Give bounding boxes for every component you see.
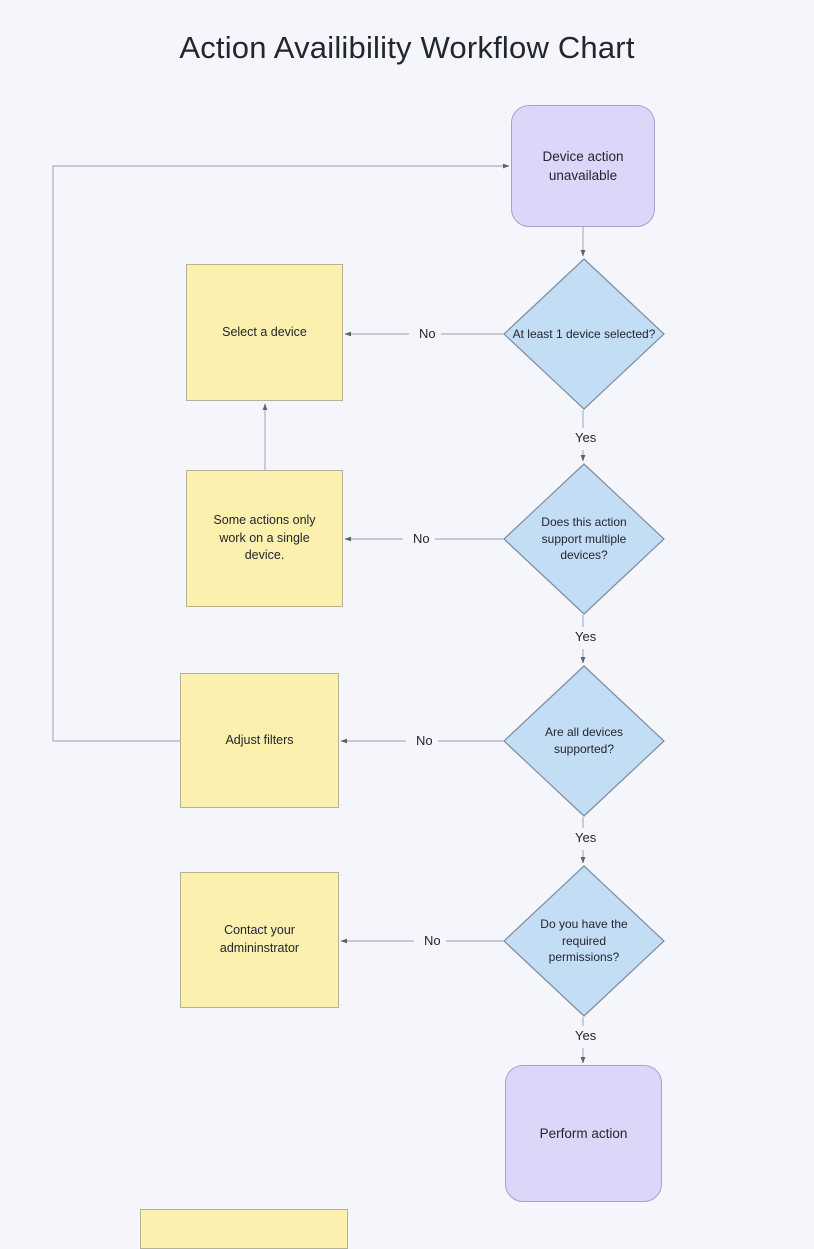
node-decision-at-least-1-device-selected[interactable]: At least 1 device selected? [503,258,665,410]
page-title: Action Availibility Workflow Chart [179,30,635,65]
node-device-action-unavailable[interactable]: Device action unavailable [511,105,655,227]
node-decision-action-supports-multiple-devices[interactable]: Does this action support multiple device… [503,463,665,615]
node-decision-do-you-have-required-permissions[interactable]: Do you have the required permissions? [503,865,665,1017]
node-label: Device action unavailable [542,148,624,183]
node-label: Are all devices supported? [544,725,624,756]
node-label: Contact your admininstrator [219,923,300,955]
diamond-shape [503,865,665,1017]
node-label: Some actions only work on a single devic… [213,512,323,563]
flowchart-canvas: Action Availibility Workflow Chart [52,30,665,1249]
node-label: Does this action support multiple device… [541,515,627,563]
node-label: Select a device [222,324,307,339]
node-adjust-filters[interactable]: Adjust filters [180,673,339,808]
edge-label-no-2: No [408,531,435,547]
edge-label-yes-3: Yes [570,830,602,846]
edge-label-yes-2: Yes [570,629,602,645]
offscreen-node-partial[interactable] [140,1209,348,1249]
node-contact-your-administrator[interactable]: Contact your admininstrator [180,872,339,1008]
edge-a3-to-start-loop [52,163,510,742]
edge-label-no-1: No [414,326,441,342]
node-decision-are-all-devices-supported[interactable]: Are all devices supported? [503,665,665,817]
edge-label-yes-4: Yes [570,1028,602,1044]
edge-label-no-3: No [411,733,438,749]
diamond-shape [503,463,665,615]
node-some-actions-single-device[interactable]: Some actions only work on a single devic… [186,470,343,607]
node-label: Adjust filters [225,732,294,747]
node-select-a-device[interactable]: Select a device [186,264,343,401]
edge-label-yes-1: Yes [570,430,602,446]
node-perform-action[interactable]: Perform action [505,1065,662,1202]
node-label: Do you have the required permissions? [540,917,628,965]
diamond-shape [503,665,665,817]
edge-layer [52,163,586,1064]
diamond-shape [503,258,665,410]
node-label: Perform action [539,1125,628,1141]
node-label: At least 1 device selected? [512,326,656,341]
edge-label-no-4: No [419,933,446,949]
